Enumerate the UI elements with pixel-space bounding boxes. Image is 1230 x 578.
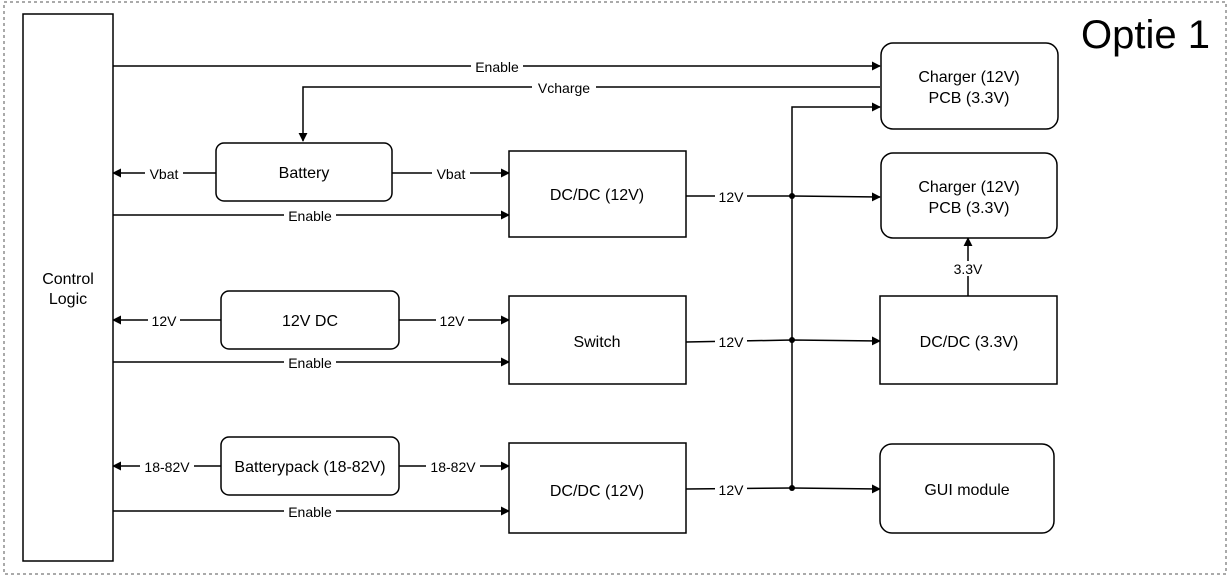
wire-12v-bus — [791, 102, 881, 488]
svg-text:12V: 12V — [719, 482, 745, 498]
svg-text:Control: Control — [42, 271, 94, 288]
junction-dot — [789, 193, 795, 199]
block-charger-top: Charger (12V) PCB (3.3V) — [880, 42, 1059, 130]
wire-label-12v-switch-out: 12V — [715, 334, 747, 350]
block-control-logic: Control Logic — [22, 13, 114, 562]
wire-label-12v-dc-switch: 12V — [436, 313, 468, 329]
svg-text:18-82V: 18-82V — [144, 459, 190, 475]
wire-label-enable-charger: Enable — [471, 59, 523, 75]
block-dcdc-12v-bottom: DC/DC (12V) — [508, 442, 687, 534]
wire-label-batt-control: 18-82V — [140, 459, 194, 475]
svg-text:Charger (12V): Charger (12V) — [918, 69, 1019, 86]
block-charger-mid: Charger (12V) PCB (3.3V) — [880, 152, 1058, 239]
block-dcdc-3v3: DC/DC (3.3V) — [879, 295, 1058, 385]
block-switch: Switch — [508, 295, 687, 385]
wire-label-vcharge: Vcharge — [532, 80, 596, 96]
svg-text:12V: 12V — [719, 189, 745, 205]
svg-text:12V: 12V — [440, 313, 466, 329]
wire-label-12v-dc-control: 12V — [148, 313, 180, 329]
svg-text:Vcharge: Vcharge — [538, 80, 590, 96]
svg-text:Battery: Battery — [279, 165, 330, 182]
svg-text:3.3V: 3.3V — [954, 261, 983, 277]
diagram-title: Optie 1 — [1081, 13, 1210, 57]
wire-label-vbat-dcdc: Vbat — [432, 166, 470, 182]
svg-text:Batterypack (18-82V): Batterypack (18-82V) — [234, 459, 385, 476]
wire-label-batt-dcdc: 18-82V — [426, 459, 480, 475]
wire-label-3v3: 3.3V — [950, 261, 986, 277]
svg-text:Enable: Enable — [288, 355, 332, 371]
svg-text:PCB (3.3V): PCB (3.3V) — [929, 90, 1010, 107]
svg-text:GUI module: GUI module — [924, 482, 1009, 499]
svg-text:Logic: Logic — [49, 291, 87, 308]
svg-text:Enable: Enable — [288, 208, 332, 224]
svg-text:DC/DC (12V): DC/DC (12V) — [550, 483, 644, 500]
block-gui-module: GUI module — [879, 443, 1055, 534]
wire-vcharge — [298, 86, 880, 142]
svg-text:Enable: Enable — [475, 59, 519, 75]
svg-text:DC/DC (12V): DC/DC (12V) — [550, 187, 644, 204]
block-batterypack: Batterypack (18-82V) — [220, 436, 400, 496]
svg-text:12V: 12V — [152, 313, 178, 329]
svg-text:Vbat: Vbat — [150, 166, 179, 182]
svg-text:12V DC: 12V DC — [282, 313, 338, 330]
diagram-frame — [3, 1, 1227, 575]
svg-text:Vbat: Vbat — [437, 166, 466, 182]
svg-text:Switch: Switch — [573, 334, 620, 351]
svg-text:12V: 12V — [719, 334, 745, 350]
junction-dot — [789, 337, 795, 343]
svg-text:DC/DC (3.3V): DC/DC (3.3V) — [920, 334, 1019, 351]
block-battery: Battery — [215, 142, 393, 202]
wire-label-enable-dcdc-top: Enable — [284, 208, 336, 224]
wire-label-12v-dcdc-bottom-out: 12V — [715, 482, 747, 498]
svg-text:Enable: Enable — [288, 504, 332, 520]
svg-text:Charger (12V): Charger (12V) — [918, 179, 1019, 196]
wire-label-enable-switch: Enable — [284, 355, 336, 371]
svg-text:18-82V: 18-82V — [430, 459, 476, 475]
block-dcdc-12v-top: DC/DC (12V) — [508, 150, 687, 238]
wire-label-12v-dcdc-top-out: 12V — [715, 189, 747, 205]
wire-label-vbat-control: Vbat — [145, 166, 183, 182]
wire-label-enable-dcdc-bottom: Enable — [284, 504, 336, 520]
block-12v-dc: 12V DC — [220, 290, 400, 350]
junction-dot — [789, 485, 795, 491]
svg-text:PCB (3.3V): PCB (3.3V) — [929, 200, 1010, 217]
